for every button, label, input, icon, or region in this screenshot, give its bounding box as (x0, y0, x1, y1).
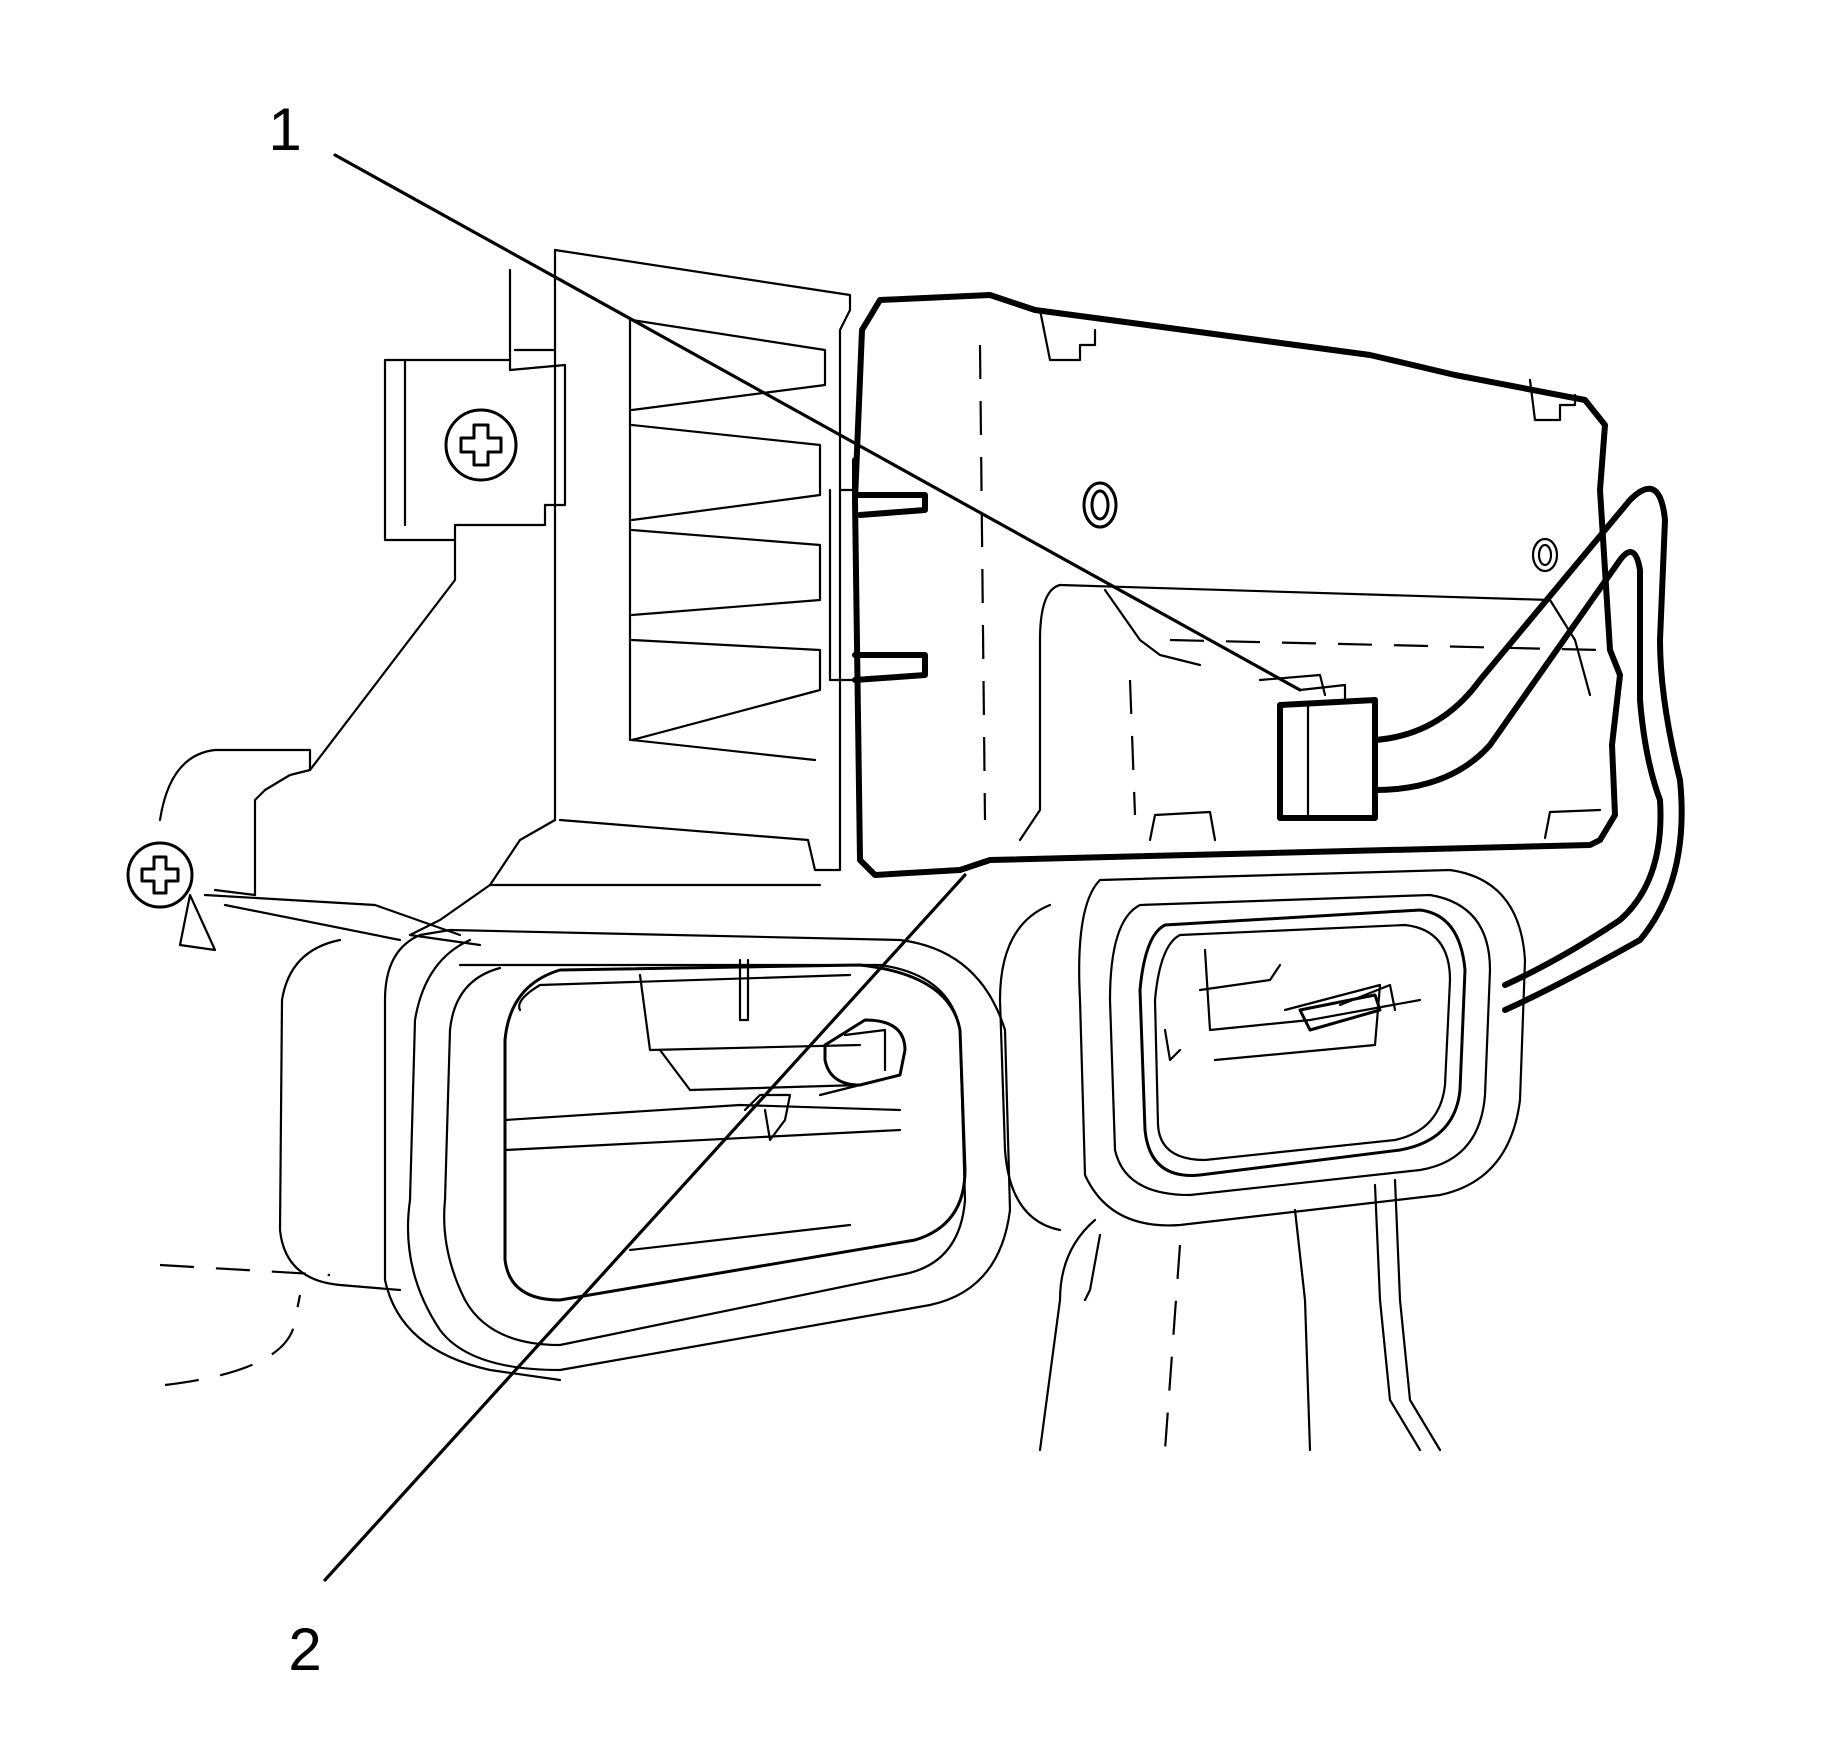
callout-2: 2 (288, 873, 967, 1683)
upper-screw-bracket (383, 358, 567, 542)
wire-harness (1372, 485, 1685, 1013)
leader-line-1 (333, 153, 1302, 692)
callout-label-1: 1 (268, 96, 301, 163)
left-duct-outlet (278, 928, 1012, 1382)
control-module (828, 292, 1623, 878)
callout-1: 1 (268, 96, 1302, 692)
leader-line-2 (323, 873, 967, 1582)
lower-post (1038, 1178, 1442, 1452)
lower-bracket-arm (126, 538, 462, 952)
background-contours (159, 1263, 331, 1387)
callout-label-2: 2 (288, 1616, 321, 1683)
left-housing (408, 248, 852, 947)
right-duct-outlet (998, 868, 1527, 1232)
electrical-connector (1258, 673, 1378, 821)
